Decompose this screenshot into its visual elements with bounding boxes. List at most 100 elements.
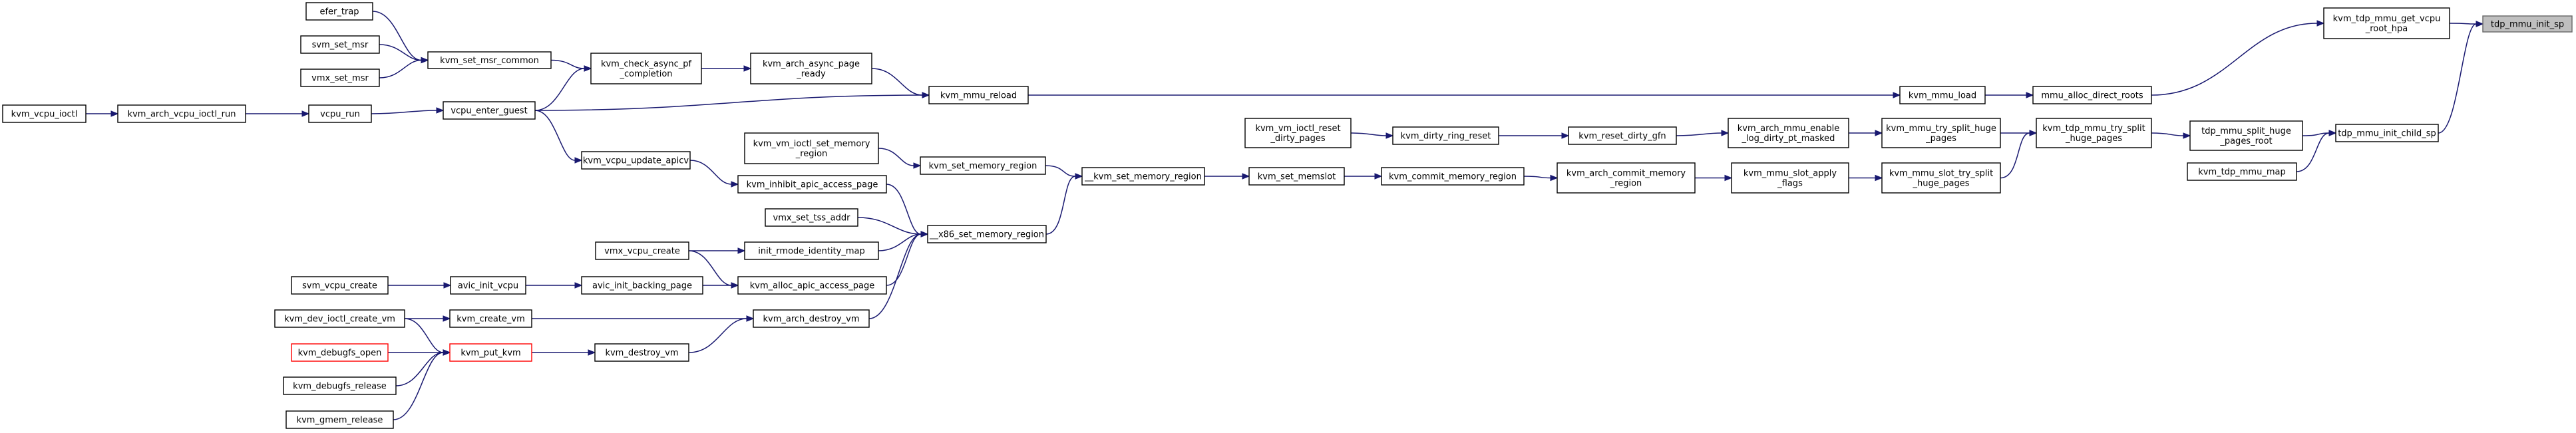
edge-arrowhead <box>1875 130 1883 136</box>
node-label: _pages <box>1925 134 1956 144</box>
node-label: mmu_alloc_direct_roots <box>2041 91 2143 101</box>
node-kvm-put-kvm[interactable]: kvm_put_kvm <box>449 343 532 362</box>
node-kvm-alloc-apic-access-page[interactable]: kvm_alloc_apic_access_page <box>737 276 887 295</box>
node-kvm-tdp-mmu-get-vcpu-root-hpa[interactable]: kvm_tdp_mmu_get_vcpu_root_hpa <box>2323 7 2450 39</box>
node-efer-trap[interactable]: efer_trap <box>305 2 373 21</box>
node-vcpu-enter-guest[interactable]: vcpu_enter_guest <box>443 101 536 120</box>
node-kvm-mmu-reload[interactable]: kvm_mmu_reload <box>928 86 1029 104</box>
edge-line <box>2449 23 2477 25</box>
node-avic-init-vcpu[interactable]: avic_init_vcpu <box>450 276 526 295</box>
node-kvm-set-memslot[interactable]: kvm_set_memslot <box>1248 167 1345 186</box>
edge-arrowhead <box>2328 130 2337 136</box>
node-avic-init-backing-page[interactable]: avic_init_backing_page <box>581 276 703 295</box>
node-kvm-check-async-pf-completion[interactable]: kvm_check_async_pf_completion <box>590 53 702 84</box>
node-box <box>2036 118 2152 148</box>
node-kvm-arch-mmu-enable-log-dirty-pt-masked[interactable]: kvm_arch_mmu_enable_log_dirty_pt_masked <box>1728 118 1849 148</box>
call-edge-kvm_mmu_load-to-mmu_alloc_direct_roots <box>1985 92 2034 98</box>
node-kvm-vcpu-ioctl[interactable]: kvm_vcpu_ioctl <box>2 104 87 123</box>
node-kvm-arch-async-page-ready[interactable]: kvm_arch_async_page_ready <box>750 53 872 84</box>
call-edge-kvm_put_kvm-to-kvm_destroy_vm <box>531 349 596 356</box>
node-box <box>1881 162 2001 194</box>
node-label: kvm_vm_ioctl_reset <box>1255 124 1340 134</box>
node-label: kvm_mmu_load <box>1909 91 1976 101</box>
node-vmx-vcpu-create[interactable]: vmx_vcpu_create <box>595 241 689 260</box>
edge-arrowhead <box>1561 132 1570 139</box>
node---kvm-set-memory-region[interactable]: __kvm_set_memory_region <box>1081 167 1205 186</box>
edge-line <box>688 250 732 286</box>
node-label: kvm_destroy_vm <box>605 349 678 359</box>
node-label: kvm_arch_mmu_enable <box>1738 124 1839 134</box>
node-label: _log_dirty_pt_masked <box>1742 134 1835 144</box>
node-vcpu-run[interactable]: vcpu_run <box>308 104 372 123</box>
edge-line <box>886 233 922 286</box>
node-kvm-mmu-try-split-huge-pages[interactable]: kvm_mmu_try_split_huge_pages <box>1881 118 2001 148</box>
node-kvm-debugfs-open[interactable]: kvm_debugfs_open <box>291 343 389 362</box>
call-edge-vcpu_enter_guest-to-kvm_mmu_reload <box>534 92 930 111</box>
node-kvm-gmem-release[interactable]: kvm_gmem_release <box>285 410 394 429</box>
edge-arrowhead <box>1242 173 1250 180</box>
node-box <box>300 35 380 54</box>
node-label: kvm_tdp_mmu_map <box>2198 168 2285 178</box>
node-label: _pages_root <box>2219 136 2272 146</box>
call-edge-kvm_arch_commit_memory_region-to-kvm_mmu_slot_apply_flags <box>1695 174 1733 182</box>
node-box <box>737 276 887 295</box>
call-edge-kvm_vm_ioctl_set_memory_region-to-kvm_set_memory_region <box>878 148 922 169</box>
call-edge-kvm_arch_vcpu_ioctl_run-to-vcpu_run <box>245 110 310 117</box>
node-kvm-vcpu-update-apicv[interactable]: kvm_vcpu_update_apicv <box>581 151 691 170</box>
call-edge-kvm_vcpu_ioctl-to-kvm_arch_vcpu_ioctl_run <box>85 110 119 117</box>
node-box <box>595 241 689 260</box>
node-label: efer_trap <box>319 7 359 17</box>
node-svm-set-msr[interactable]: svm_set_msr <box>300 35 380 54</box>
call-edge-kvm_arch_destroy_vm-to-__x86_set_memory_region <box>868 231 929 319</box>
call-edge-kvm_reset_dirty_gfn-to-kvm_arch_mmu_enable_log_dirty_pt_masked <box>1676 130 1730 136</box>
edge-line <box>379 44 422 61</box>
node-kvm-arch-commit-memory-region[interactable]: kvm_arch_commit_memory_region <box>1557 162 1696 194</box>
node-kvm-create-vm[interactable]: kvm_create_vm <box>449 309 532 328</box>
node-label: kvm_debugfs_open <box>298 349 382 359</box>
node-kvm-reset-dirty-gfn[interactable]: kvm_reset_dirty_gfn <box>1568 126 1677 145</box>
node-kvm-inhibit-apic-access-page[interactable]: kvm_inhibit_apic_access_page <box>737 175 887 194</box>
node-vmx-set-tss-addr[interactable]: vmx_set_tss_addr <box>765 208 858 227</box>
node-kvm-dirty-ring-reset[interactable]: kvm_dirty_ring_reset <box>1392 126 1499 145</box>
node-kvm-arch-vcpu-ioctl-run[interactable]: kvm_arch_vcpu_ioctl_run <box>117 104 246 123</box>
node-kvm-vm-ioctl-set-memory-region[interactable]: kvm_vm_ioctl_set_memory_region <box>744 132 879 164</box>
call-edge-__kvm_set_memory_region-to-kvm_set_memslot <box>1204 173 1250 180</box>
node-box <box>1392 126 1499 145</box>
node-mmu-alloc-direct-roots[interactable]: mmu_alloc_direct_roots <box>2032 86 2152 104</box>
node-box <box>2482 15 2573 33</box>
node-kvm-set-memory-region[interactable]: kvm_set_memory_region <box>920 156 1046 175</box>
node---x86-set-memory-region[interactable]: __x86_set_memory_region <box>927 225 1047 243</box>
node-label: kvm_check_async_pf <box>601 59 692 69</box>
node-kvm-set-msr-common[interactable]: kvm_set_msr_common <box>427 51 552 69</box>
node-svm-vcpu-create[interactable]: svm_vcpu_create <box>291 276 389 295</box>
edge-layer <box>85 11 2484 420</box>
node-kvm-debugfs-release[interactable]: kvm_debugfs_release <box>283 376 397 395</box>
edge-line <box>878 148 914 166</box>
edge-line <box>689 160 732 185</box>
node-kvm-mmu-slot-apply-flags[interactable]: kvm_mmu_slot_apply_flags <box>1731 162 1849 194</box>
node-init-rmode-identity-map[interactable]: init_rmode_identity_map <box>744 241 879 260</box>
node-label: vmx_set_msr <box>311 74 369 84</box>
node-tdp-mmu-split-huge-pages-root[interactable]: tdp_mmu_split_huge_pages_root <box>2189 120 2303 151</box>
node-kvm-arch-destroy-vm[interactable]: kvm_arch_destroy_vm <box>753 309 870 328</box>
node-kvm-tdp-mmu-try-split-huge-pages[interactable]: kvm_tdp_mmu_try_split_huge_pages <box>2036 118 2152 148</box>
edge-line <box>1523 176 1551 179</box>
edge-arrowhead <box>2476 21 2484 27</box>
node-kvm-mmu-load[interactable]: kvm_mmu_load <box>1899 86 1986 104</box>
edge-line <box>395 352 444 386</box>
node-tdp-mmu-init-child-sp[interactable]: tdp_mmu_init_child_sp <box>2335 124 2439 142</box>
node-kvm-dev-ioctl-create-vm[interactable]: kvm_dev_ioctl_create_vm <box>274 309 405 328</box>
node-kvm-destroy-vm[interactable]: kvm_destroy_vm <box>594 343 689 362</box>
node-kvm-tdp-mmu-map[interactable]: kvm_tdp_mmu_map <box>2187 162 2297 181</box>
node-kvm-vm-ioctl-reset-dirty-pages[interactable]: kvm_vm_ioctl_reset_dirty_pages <box>1244 118 1352 148</box>
node-vmx-set-msr[interactable]: vmx_set_msr <box>300 69 380 87</box>
node-kvm-commit-memory-region[interactable]: kvm_commit_memory_region <box>1381 167 1525 186</box>
call-edge-vmx_set_msr-to-kvm_set_msr_common <box>379 57 429 78</box>
node-box <box>308 104 372 123</box>
node-kvm-mmu-slot-try-split-huge-pages[interactable]: kvm_mmu_slot_try_split_huge_pages <box>1881 162 2001 194</box>
node-label: kvm_arch_destroy_vm <box>763 315 860 325</box>
edge-arrowhead <box>746 315 755 322</box>
node-box <box>765 208 858 227</box>
node-label: _root_hpa <box>2365 24 2408 34</box>
